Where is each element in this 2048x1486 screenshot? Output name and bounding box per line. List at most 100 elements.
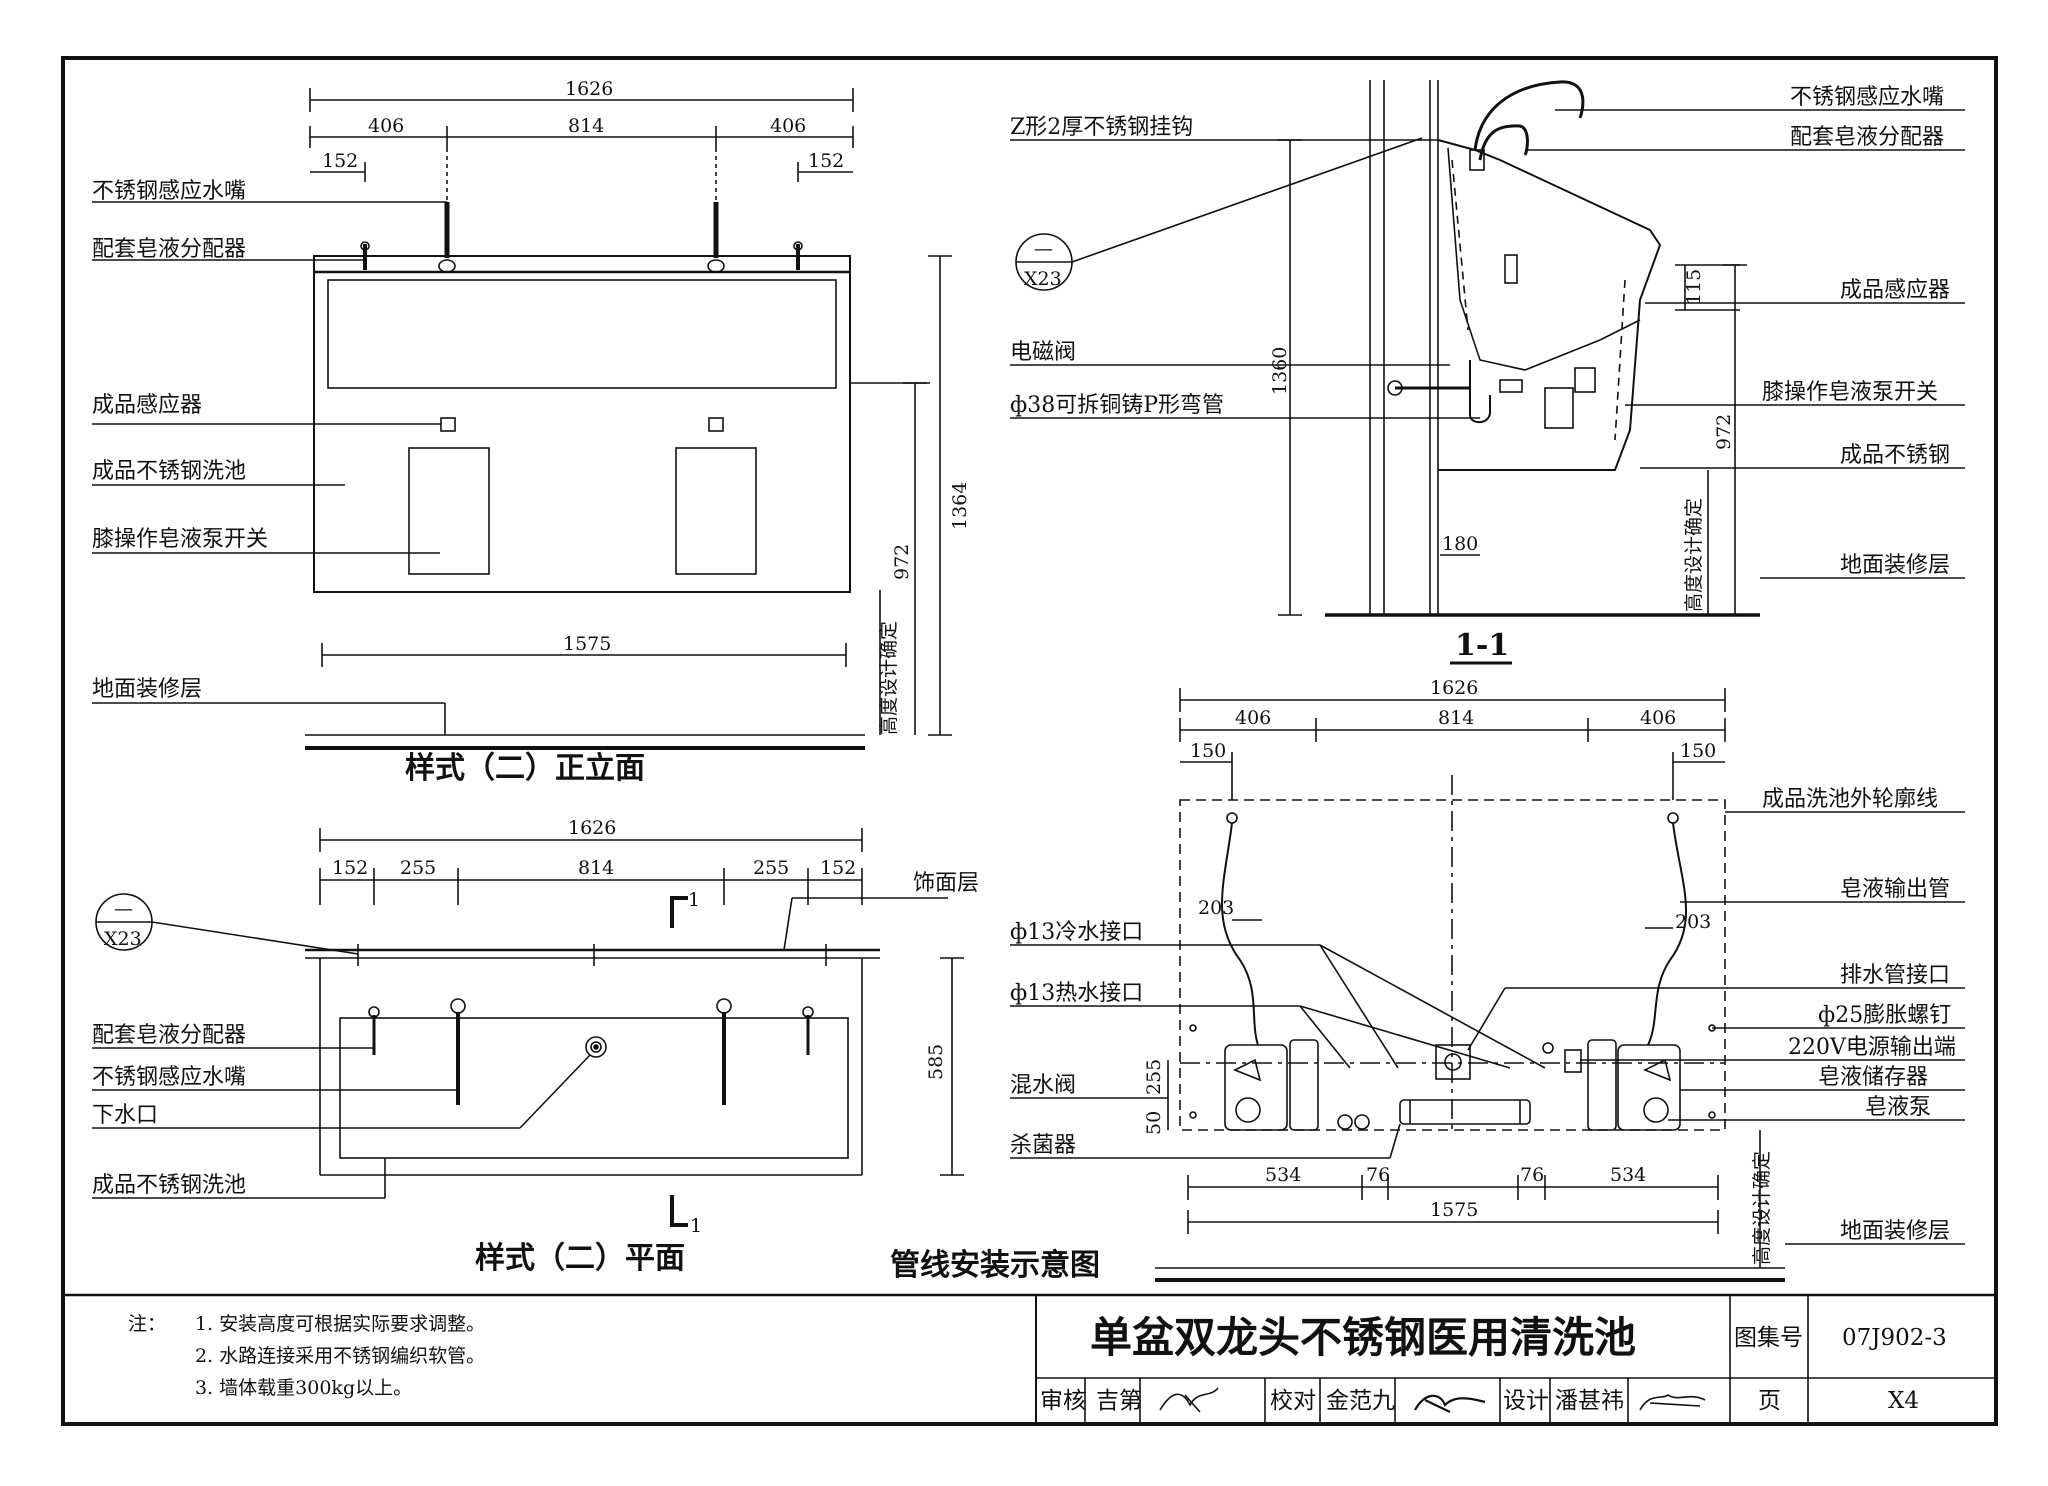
pip-title: 管线安装示意图 [890,1248,1100,1283]
pip-label-drain: 排水管接口 [1840,963,1950,988]
pip-label-floor: 地面装修层 [1840,1219,1950,1244]
sec-ref-bot: X23 [1024,268,1062,290]
fe-dim-1364: 1364 [949,482,971,530]
sec-dim-115: 115 [1683,269,1705,305]
plan-label-basin: 成品不锈钢洗池 [92,1173,246,1198]
piping-diagram: 1626 406 814 406 150 150 [890,677,1965,1283]
checker-name: 金范九 [1326,1388,1395,1414]
plan-section-top-no: 1 [688,889,700,911]
pip-dim-50: 50 [1143,1111,1165,1135]
pump-left-icon [1224,1039,1319,1131]
pip-dim-left: 406 [1235,707,1271,729]
fe-label-faucet: 不锈钢感应水嘴 [92,179,246,204]
plan-ref-top: — [114,898,133,920]
front-elevation: 1626 406 814 406 152 152 1364 [92,78,971,786]
fe-dim-mid: 814 [568,115,604,137]
fe-dim-total: 1626 [565,78,613,100]
sec-ref-top: — [1034,238,1053,260]
plan-dim-585: 585 [925,1044,947,1080]
note-3: 3. 墙体载重300kg以上。 [195,1377,412,1399]
title-block: 单盆双龙头不锈钢医用清洗池 图集号 07J902-3 审核 吉第 校对 金范九 … [1035,1294,1997,1425]
fe-dim-972: 972 [891,544,913,580]
page-no: X4 [1888,1388,1919,1414]
pip-dim-edge-l: 150 [1190,740,1226,762]
sec-label-hook: Z形2厚不锈钢挂钩 [1010,115,1193,140]
pip-dim-mid: 814 [1438,707,1474,729]
sec-label-solenoid: 电磁阀 [1010,340,1076,365]
note-1: 1. 安装高度可根据实际要求调整。 [195,1313,485,1335]
fe-title: 样式（二）正立面 [405,751,645,786]
fe-height-note: 高度设计确定 [878,621,900,735]
plan-dim-total: 1626 [568,817,616,839]
designer-name: 潘甚祎 [1555,1388,1624,1414]
checker-signature [1414,1394,1486,1413]
pip-dim-b-b: 76 [1366,1164,1390,1186]
fe-label-knee-switch: 膝操作皂液泵开关 [92,527,268,552]
fe-label-basin: 成品不锈钢洗池 [92,459,246,484]
fe-dim-right: 406 [770,115,806,137]
sec-dim-1360: 1360 [1269,347,1291,395]
pip-dim-b-d: 534 [1610,1164,1646,1186]
fe-dim-left: 406 [368,115,404,137]
fe-dim-edge-r: 152 [808,150,844,172]
pip-label-outline: 成品洗池外轮廓线 [1762,787,1938,812]
atlas-label: 图集号 [1734,1325,1803,1351]
review-label: 审核 [1040,1388,1086,1414]
plan-section-bot-no: 1 [690,1215,702,1237]
sec-label-steel: 成品不锈钢 [1840,443,1950,468]
plan-dim-d: 255 [753,857,789,879]
sheet-frame [61,56,1998,1426]
sec-label-sensor: 成品感应器 [1840,278,1950,303]
pip-dim-255: 255 [1143,1059,1165,1095]
sec-label-knee: 膝操作皂液泵开关 [1762,380,1938,405]
pip-dim-edge-r: 150 [1680,740,1716,762]
check-label: 校对 [1270,1388,1316,1414]
plan-label-faucet: 不锈钢感应水嘴 [92,1065,246,1090]
plan-dim-e: 152 [820,857,856,879]
pip-label-bolt: ф25膨胀螺钉 [1818,1003,1951,1028]
sec-label-faucet: 不锈钢感应水嘴 [1790,85,1944,110]
pip-dim-right: 406 [1640,707,1676,729]
fe-label-sensor: 成品感应器 [92,393,202,418]
atlas-no: 07J902-3 [1842,1325,1947,1351]
sec-label-floor: 地面装修层 [1840,553,1950,578]
pip-dim-b-total: 1575 [1430,1199,1478,1221]
designer-signature [1639,1393,1706,1411]
pip-label-power: 220V电源输出端 [1788,1035,1956,1060]
pip-label-cold: ф13冷水接口 [1010,920,1143,945]
plan-ref-bot: X23 [104,928,142,950]
fe-dim-edge-l: 152 [322,150,358,172]
pip-dim-b-a: 534 [1265,1164,1301,1186]
fe-dim-1575: 1575 [563,633,611,655]
pip-dim-203-l: 203 [1198,897,1234,919]
pip-height-note: 高度设计确定 [1751,1151,1773,1265]
notes-head: 注： [128,1313,166,1335]
reviewer-name: 吉第 [1096,1388,1142,1414]
section-1-1: 1360 115 972 高度设计确定 180 — X23 Z形2厚不锈钢挂钩 … [1010,80,1965,665]
plan-dim-c: 814 [578,857,614,879]
pump-right-icon [1587,1039,1681,1131]
plan-label-drain: 下水口 [92,1103,158,1128]
pip-label-tank: 皂液储存器 [1818,1065,1928,1090]
fe-label-soap-dispenser: 配套皂液分配器 [92,237,246,262]
sec-dim-180: 180 [1442,533,1478,555]
plan-dim-b: 255 [400,857,436,879]
design-label: 设计 [1503,1388,1549,1414]
pip-label-pump: 皂液泵 [1865,1095,1931,1120]
plan-label-finish: 饰面层 [913,871,979,896]
sec-label-ptrap: ф38可拆铜铸P形弯管 [1010,393,1224,418]
pip-dim-b-c: 76 [1520,1164,1544,1186]
note-2: 2. 水路连接采用不锈钢编织软管。 [195,1345,485,1367]
pip-dim-203-r: 203 [1675,911,1711,933]
pip-label-sterilizer: 杀菌器 [1010,1133,1076,1158]
fe-label-floor: 地面装修层 [92,677,202,702]
page-label: 页 [1758,1388,1781,1414]
pip-dim-total: 1626 [1430,677,1478,699]
sec-height-note: 高度设计确定 [1683,498,1705,612]
sec-dim-972: 972 [1713,414,1735,450]
pip-label-mixer: 混水阀 [1010,1073,1076,1098]
pip-label-soap-tube: 皂液输出管 [1840,877,1950,902]
plan-dim-a: 152 [332,857,368,879]
plan-label-soap-dispenser: 配套皂液分配器 [92,1023,246,1048]
